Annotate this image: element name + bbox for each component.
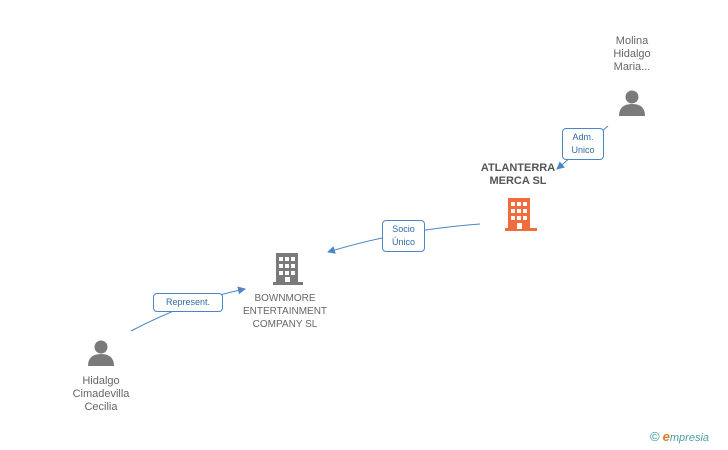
- brand-name: mpresia: [669, 432, 710, 444]
- building-icon[interactable]: [505, 198, 537, 231]
- building-icon[interactable]: [273, 253, 303, 285]
- person-icon[interactable]: [619, 90, 645, 117]
- edge-label-represent[interactable]: Represent.: [153, 293, 223, 312]
- brand-logo: © empresia: [650, 429, 709, 444]
- edge-label-socio-unico[interactable]: Socio Único: [382, 220, 425, 252]
- person-label-molina[interactable]: Molina Hidalgo Maria...: [613, 35, 651, 73]
- copyright-icon: ©: [650, 429, 660, 444]
- brand-e: e: [662, 429, 670, 444]
- person-label-hidalgo[interactable]: Hidalgo Cimadevilla Cecilia: [72, 375, 130, 413]
- edge-label-adm-unico[interactable]: Adm. Unico: [562, 128, 604, 160]
- person-icon[interactable]: [88, 340, 114, 367]
- company-label-atlanterra[interactable]: ATLANTERRA MERCA SL: [480, 162, 556, 187]
- company-label-bownmore[interactable]: BOWNMORE ENTERTAINMENT COMPANY SL: [242, 293, 328, 330]
